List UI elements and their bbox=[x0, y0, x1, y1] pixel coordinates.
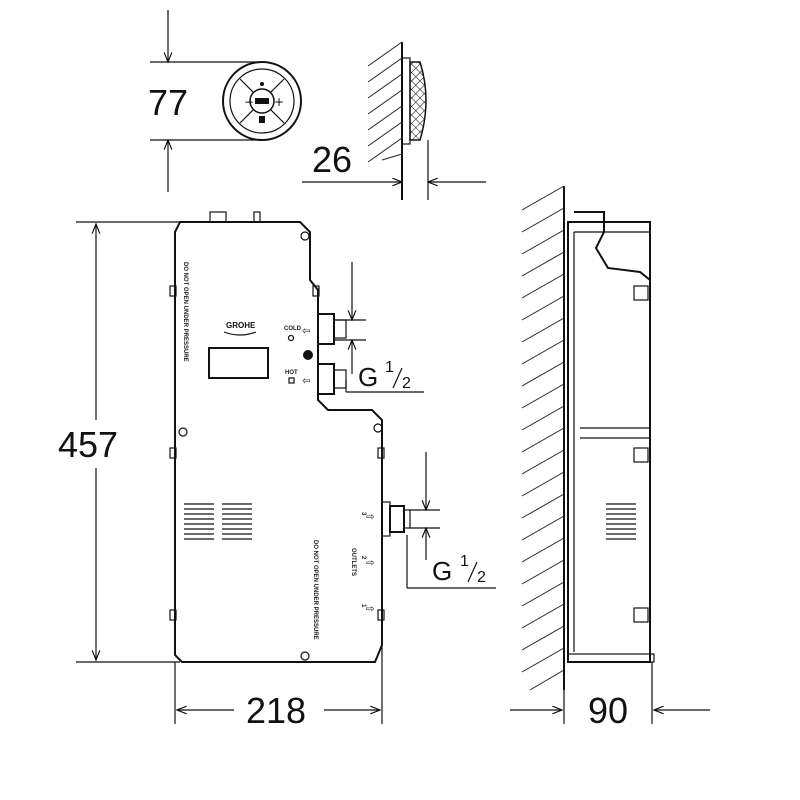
label-outlet-2: 2 bbox=[360, 556, 366, 560]
dim-box-height: 457 bbox=[58, 424, 118, 465]
inlet-thread-sub: 2 bbox=[402, 375, 411, 392]
cold-arrow-icon: ⇦ bbox=[302, 326, 310, 337]
box-outline bbox=[174, 221, 383, 663]
logo-swoosh bbox=[223, 331, 257, 336]
warning-text-bottom: DO NOT OPEN UNDER PRESSURE bbox=[312, 540, 318, 640]
top-indicator bbox=[260, 82, 264, 86]
dim-control-diameter: 77 bbox=[148, 82, 188, 123]
valve-knob bbox=[303, 350, 313, 360]
side-clip bbox=[312, 285, 320, 297]
label-outlets: OUTLETS bbox=[350, 548, 356, 576]
vent-grille bbox=[184, 503, 252, 540]
side-clip bbox=[633, 607, 649, 623]
box-base bbox=[567, 653, 655, 663]
hot-arrow-icon: ⇦ bbox=[302, 376, 310, 387]
box-side-view: 90 bbox=[510, 185, 710, 731]
power-icon bbox=[259, 116, 265, 123]
mount-hole bbox=[300, 231, 310, 241]
box-side-outline bbox=[567, 221, 651, 663]
cold-symbol bbox=[287, 334, 295, 342]
plus-symbol: + bbox=[274, 95, 284, 109]
wall-hatch-large bbox=[521, 185, 565, 691]
warning-text-top: DO NOT OPEN UNDER PRESSURE bbox=[182, 262, 188, 362]
dim-control-depth: 26 bbox=[312, 139, 352, 180]
control-inner-ring bbox=[229, 68, 295, 134]
outlet-thread-g: G bbox=[432, 556, 452, 586]
top-tab-left bbox=[209, 211, 227, 223]
dim-box-width: 218 bbox=[246, 690, 306, 731]
mount-hole bbox=[300, 651, 310, 661]
side-vent-grille bbox=[606, 503, 636, 540]
control-profile bbox=[409, 61, 427, 141]
brand-logo: GROHE bbox=[226, 321, 256, 330]
top-tab-right bbox=[253, 211, 261, 223]
hot-symbol bbox=[288, 377, 295, 384]
control-outer-ring bbox=[222, 61, 302, 141]
display-window bbox=[208, 347, 269, 379]
side-clip bbox=[633, 285, 649, 301]
mount-hole bbox=[178, 427, 188, 437]
control-side-view: 26 bbox=[302, 41, 486, 200]
mount-plate bbox=[401, 57, 411, 145]
outlet-3-arrow-icon: ⇨ bbox=[366, 512, 374, 523]
mount-hole bbox=[373, 423, 383, 433]
control-front-view: 77 − + bbox=[148, 10, 302, 192]
outlet-thread-sub: 2 bbox=[477, 569, 486, 586]
dim-box-depth: 90 bbox=[588, 690, 628, 731]
inlet-fraction-slash bbox=[392, 367, 403, 389]
wall-hatch-small bbox=[367, 41, 403, 163]
outlet-2-arrow-icon: ⇨ bbox=[366, 558, 374, 569]
hot-inlet-fitting bbox=[317, 363, 347, 395]
side-clip bbox=[169, 447, 177, 459]
outlet-fraction-slash bbox=[467, 561, 478, 583]
inlet-thread-sup: 1 bbox=[385, 359, 394, 376]
label-cold: COLD bbox=[284, 326, 302, 332]
label-outlet-1: 1 bbox=[360, 604, 366, 608]
minus-symbol: − bbox=[244, 95, 254, 109]
side-clip bbox=[169, 609, 177, 621]
logo-mark bbox=[255, 98, 269, 104]
side-clip bbox=[633, 447, 649, 463]
side-clip bbox=[169, 285, 177, 297]
outlet-1-arrow-icon: ⇨ bbox=[366, 604, 374, 615]
box-top-profile bbox=[574, 211, 651, 281]
side-clip bbox=[377, 447, 385, 459]
inlet-thread-g: G bbox=[358, 362, 378, 392]
outlet-fitting bbox=[381, 501, 411, 537]
box-front-view: DO NOT OPEN UNDER PRESSURE GROHE COLD ⇦ … bbox=[58, 211, 496, 731]
label-hot: HOT bbox=[285, 370, 298, 376]
label-outlet-3: 3 bbox=[360, 512, 366, 516]
side-clip bbox=[377, 609, 385, 621]
outlet-thread-sup: 1 bbox=[460, 553, 469, 570]
